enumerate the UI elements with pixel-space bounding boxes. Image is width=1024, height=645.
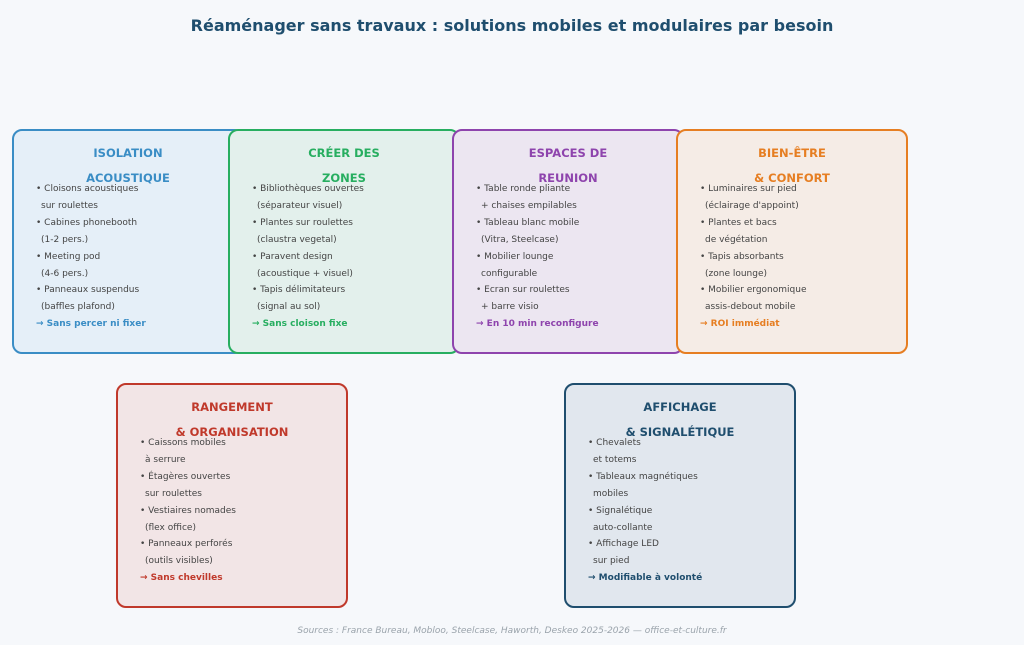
card-item-line: sur pied xyxy=(593,556,630,567)
card-item-line: (Vitra, Steelcase) xyxy=(481,234,559,245)
card-item-line: • Signalétique xyxy=(588,505,653,516)
card-item-line: • Mobilier ergonomique xyxy=(700,285,807,296)
card-heading-line2: & CONFORT xyxy=(754,171,830,185)
card-item-line: • Caissons mobiles xyxy=(140,438,226,448)
card-items: • Bibliothèques ouvertes (séparateur visu… xyxy=(252,181,452,333)
card-heading: ISOLATION ACOUSTIQUE xyxy=(14,141,242,191)
card-item-line: sur roulettes xyxy=(41,200,98,211)
card-heading-line2: REUNION xyxy=(538,171,598,185)
card-item-line: • Plantes et bacs xyxy=(700,217,777,228)
card-item-line: • Cloisons acoustiques xyxy=(36,184,139,194)
card-item-line: • Meeting pod xyxy=(36,251,101,262)
card-heading-line1: CRÉER DES xyxy=(308,146,380,160)
card-item-line: + barre visio xyxy=(481,302,539,313)
card-item-line: (outils visibles) xyxy=(145,556,213,567)
card-items: • Caissons mobiles à serrure • Étagères ou… xyxy=(140,435,340,587)
card-heading: CRÉER DES ZONES xyxy=(230,141,458,191)
card-item-line: (signal au sol) xyxy=(257,302,321,313)
card-item-line: (1-2 pers.) xyxy=(41,234,89,245)
card-item-line: mobiles xyxy=(593,488,629,499)
card-heading-line2: & ORGANISATION xyxy=(175,425,289,439)
card-item-line: • Cabines phonebooth xyxy=(36,217,138,228)
card-heading: ESPACES DE REUNION xyxy=(454,141,682,191)
card-item-line: (zone lounge) xyxy=(705,268,768,279)
card-item-line: • Panneaux perforés xyxy=(140,539,233,550)
card-item-line: et totems xyxy=(593,454,637,465)
card-item-line: • Table ronde pliante xyxy=(476,184,571,194)
card-item-line: (séparateur visuel) xyxy=(257,200,343,211)
card-item-line: (acoustique + visuel) xyxy=(257,268,353,279)
card-heading: AFFICHAGE & SIGNALÉTIQUE xyxy=(566,395,794,445)
card-zones: CRÉER DES ZONES• Bibliothèques ouvertes (s… xyxy=(228,129,460,354)
card-item-line: assis-debout mobile xyxy=(705,302,796,313)
card-item-line: (4-6 pers.) xyxy=(41,268,89,279)
card-heading-line1: ISOLATION xyxy=(93,146,163,160)
card-footer-note: → Sans chevilles xyxy=(140,573,223,584)
card-item-line: (éclairage d'appoint) xyxy=(705,200,799,211)
card-item-line: • Bibliothèques ouvertes xyxy=(252,184,364,194)
card-reunion: ESPACES DE REUNION• Table ronde pliante + … xyxy=(452,129,684,354)
card-item-line: • Paravent design xyxy=(252,251,333,262)
card-item-line: • Étagères ouvertes xyxy=(140,471,231,482)
card-item-line: • Tableaux magnétiques xyxy=(588,471,698,482)
card-heading-line1: BIEN-ÊTRE xyxy=(758,146,826,160)
card-item-line: • Panneaux suspendus xyxy=(36,285,140,296)
card-item-line: (baffles plafond) xyxy=(41,302,115,313)
card-item-line: • Plantes sur roulettes xyxy=(252,217,353,228)
card-item-line: • Ecran sur roulettes xyxy=(476,285,570,296)
card-item-line: • Chevalets xyxy=(588,438,641,448)
card-item-line: • Tapis délimitateurs xyxy=(252,285,346,296)
card-items: • Chevalets et totems • Tableaux magnétiqu… xyxy=(588,435,788,587)
page-title: Réaménager sans travaux : solutions mobi… xyxy=(190,16,834,35)
card-heading-line2: & SIGNALÉTIQUE xyxy=(625,425,735,439)
card-heading-line1: ESPACES DE xyxy=(528,146,608,160)
card-heading-line2: ACOUSTIQUE xyxy=(86,171,170,185)
card-item-line: (claustra vegetal) xyxy=(257,234,337,245)
card-isolation: ISOLATION ACOUSTIQUE• Cloisons acoustique… xyxy=(12,129,244,354)
card-item-line: • Mobilier lounge xyxy=(476,251,554,262)
card-item-line: • Affichage LED xyxy=(588,539,659,550)
card-bienetre: BIEN-ÊTRE & CONFORT• Luminaires sur pied (… xyxy=(676,129,908,354)
sources-footer: Sources : France Bureau, Mobloo, Steelca… xyxy=(297,626,727,636)
card-heading-line1: AFFICHAGE xyxy=(643,400,717,414)
card-items: • Cloisons acoustiques sur roulettes • Cab… xyxy=(36,181,236,333)
card-heading: BIEN-ÊTRE & CONFORT xyxy=(678,141,906,191)
card-footer-note: → ROI immédiat xyxy=(700,319,780,330)
card-item-line: (flex office) xyxy=(145,522,196,533)
card-heading-line2: ZONES xyxy=(322,171,366,185)
card-items: • Table ronde pliante + chaises empilable… xyxy=(476,181,676,333)
card-item-line: sur roulettes xyxy=(145,488,202,499)
card-item-line: • Luminaires sur pied xyxy=(700,184,797,194)
card-item-line: de végétation xyxy=(705,234,768,245)
card-rangement: RANGEMENT & ORGANISATION• Caissons mobile… xyxy=(116,383,348,608)
card-item-line: • Tapis absorbants xyxy=(700,251,784,262)
card-heading-line1: RANGEMENT xyxy=(191,400,273,414)
card-footer-note: → Modifiable à volonté xyxy=(588,573,703,584)
card-footer-note: → Sans cloison fixe xyxy=(252,319,348,330)
card-heading: RANGEMENT & ORGANISATION xyxy=(118,395,346,445)
card-item-line: configurable xyxy=(481,268,538,279)
card-item-line: • Vestiaires nomades xyxy=(140,505,236,516)
card-items: • Luminaires sur pied (éclairage d'appoin… xyxy=(700,181,900,333)
card-item-line: + chaises empilables xyxy=(481,200,577,211)
card-item-line: auto-collante xyxy=(593,522,653,533)
card-footer-note: → En 10 min reconfigure xyxy=(476,319,599,330)
card-footer-note: → Sans percer ni fixer xyxy=(36,319,146,330)
card-affichage: AFFICHAGE & SIGNALÉTIQUE• Chevalets et tot… xyxy=(564,383,796,608)
card-item-line: • Tableau blanc mobile xyxy=(476,217,580,228)
card-item-line: à serrure xyxy=(145,454,186,465)
